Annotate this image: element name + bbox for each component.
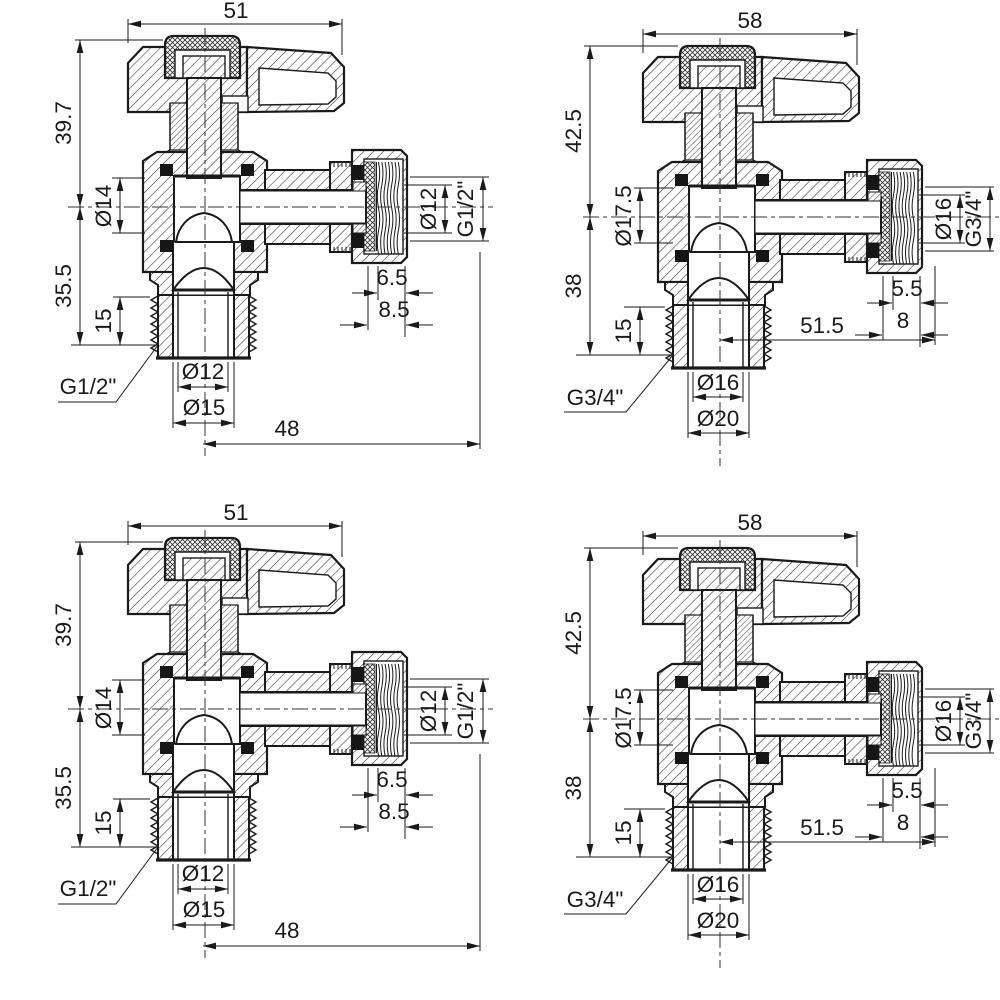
dimension-labels: 58 42.5 Ø17.5 38 15 G3/4" Ø16 Ø20 51.5 5… [561,510,986,933]
dim-bore-label: Ø17.5 [611,687,636,748]
dim-overall-length-label: 51.5 [800,815,844,840]
dim-nut-inset-b-label: 8.5 [378,297,409,322]
dim-nut-inset-b-label: 8.5 [378,799,409,824]
valve-cross-section [66,528,495,960]
dim-overall-length-label: 48 [274,416,299,441]
dim-upper-height-label: 42.5 [561,109,586,153]
dim-lower-height-label: 35.5 [51,264,76,308]
dim-outlet-bore-label: Ø16 [697,872,740,897]
dim-outlet-bore-label: Ø12 [182,359,225,384]
dimension-labels: 58 42.5 Ø17.5 38 15 G3/4" Ø16 Ø20 51.5 5… [561,8,986,431]
dim-outlet-od-label: Ø15 [183,395,226,420]
side-thread-label: G1/2" [453,683,478,740]
dim-outlet-bore-label: Ø12 [182,861,225,886]
dim-upper-height-label: 39.7 [51,101,76,145]
dim-upper-height-label: 39.7 [51,603,76,647]
dim-thread-length-label: 15 [91,308,116,333]
valve-cross-section [581,538,1000,970]
dim-outlet-od-label: Ø20 [697,406,740,431]
valve-view-bottom-left: 51 39.7 Ø14 35.5 15 G1/2" Ø12 Ø15 48 6.5… [51,500,495,960]
valve-view-top-right: 58 42.5 Ø17.5 38 15 G3/4" Ø16 Ø20 51.5 5… [561,8,1000,468]
dim-bore-label: Ø14 [91,687,116,730]
dim-top-width-label: 51 [223,0,248,23]
dim-top-width-label: 58 [737,510,762,535]
dim-overall-length-label: 51.5 [800,313,844,338]
dim-side-bore-label: Ø12 [416,690,441,733]
inlet-thread-label: G1/2" [60,876,117,901]
dim-outlet-od-label: Ø20 [697,908,740,933]
dim-top-width-label: 58 [737,8,762,33]
dim-side-bore-label: Ø16 [931,198,956,241]
dim-nut-inset-b-label: 8 [897,810,910,835]
side-thread-label: G1/2" [453,181,478,238]
dim-nut-inset-b-label: 8 [897,308,910,333]
dim-nut-inset-a-label: 5.5 [891,778,922,803]
dim-bore-label: Ø14 [91,185,116,228]
dim-outlet-bore-label: Ø16 [697,370,740,395]
inlet-thread-label: G3/4" [567,385,624,410]
dim-thread-length-label: 15 [611,318,636,343]
dim-upper-height-label: 42.5 [561,611,586,655]
valve-cross-section [581,36,1000,468]
dim-nut-inset-a-label: 6.5 [376,265,407,290]
dim-side-bore-label: Ø16 [931,700,956,743]
inlet-thread-label: G1/2" [60,374,117,399]
valve-view-bottom-right: 58 42.5 Ø17.5 38 15 G3/4" Ø16 Ø20 51.5 5… [561,510,1000,970]
dim-outlet-od-label: Ø15 [183,897,226,922]
dimension-labels: 51 39.7 Ø14 35.5 15 G1/2" Ø12 Ø15 48 6.5… [51,0,478,441]
dim-bore-label: Ø17.5 [611,185,636,246]
valve-cross-section [66,26,495,458]
inlet-thread-label: G3/4" [567,887,624,912]
dim-nut-inset-a-label: 5.5 [891,276,922,301]
side-thread-label: G3/4" [961,191,986,248]
dim-side-bore-label: Ø12 [416,188,441,231]
valve-view-top-left: 51 39.7 Ø14 35.5 15 G1/2" Ø12 Ø15 48 6.5… [51,0,495,458]
side-thread-label: G3/4" [961,693,986,750]
dim-overall-length-label: 48 [274,918,299,943]
dimension-labels: 51 39.7 Ø14 35.5 15 G1/2" Ø12 Ø15 48 6.5… [51,500,478,943]
dim-thread-length-label: 15 [91,810,116,835]
dim-nut-inset-a-label: 6.5 [376,767,407,792]
dim-lower-height-label: 38 [561,775,586,800]
dim-top-width-label: 51 [223,500,248,525]
dim-thread-length-label: 15 [611,820,636,845]
dim-lower-height-label: 35.5 [51,766,76,810]
dim-lower-height-label: 38 [561,273,586,298]
